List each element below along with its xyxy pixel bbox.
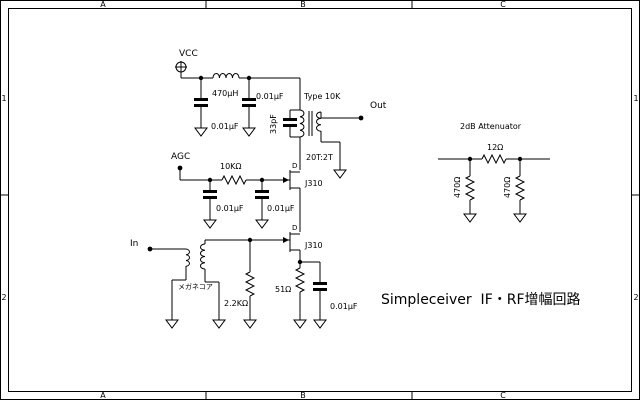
transformer-type-label: Type 10K — [303, 92, 341, 101]
ground-symbol — [243, 319, 257, 329]
gate2-resistor-label: 2.2KΩ — [224, 299, 248, 308]
agc-label: AGC — [171, 152, 190, 162]
source-node — [297, 259, 321, 282]
input-core-label: メガネコア — [178, 282, 213, 291]
output-terminal — [358, 115, 364, 121]
jfet-q2 — [210, 232, 301, 262]
q1-label: J310 — [304, 179, 323, 188]
row-label-2-right: 2 — [633, 293, 638, 302]
gate2-resistor — [244, 240, 256, 320]
ground-symbol — [333, 169, 347, 179]
agc-cap-label: 0.01μF — [216, 204, 244, 213]
ground-symbol — [242, 127, 256, 137]
input-transformer — [171, 239, 220, 320]
schematic-title: Simpleceiver IF・RF增幅回路 — [381, 292, 581, 308]
jfet-q1 — [262, 170, 301, 232]
ground-symbol — [513, 213, 527, 223]
top-capacitor — [242, 78, 256, 128]
vcc-bypass-capacitor — [194, 78, 208, 128]
ground-symbol — [293, 319, 307, 329]
ground-symbol — [212, 319, 226, 329]
output-label: Out — [370, 101, 387, 111]
choke-label: 470μH — [212, 89, 238, 98]
attenuator-series-label: 12Ω — [487, 143, 503, 152]
agc-resistor-label: 10KΩ — [220, 162, 242, 171]
source-cap-label: 0.01μF — [330, 302, 358, 311]
row-label-1-right: 1 — [633, 94, 638, 103]
input-terminal — [147, 246, 186, 252]
tune-capacitor — [283, 109, 300, 138]
ground-symbol — [203, 219, 217, 229]
col-label-b-top: B — [300, 0, 306, 9]
vcc-label: VCC — [179, 49, 198, 59]
gate1-cap-label: 0.01μF — [267, 204, 295, 213]
col-label-a-top: A — [100, 0, 106, 9]
agc-terminal — [177, 165, 222, 183]
vcc-terminal — [175, 61, 187, 78]
vcc-bypass-cap-label: 0.01μF — [211, 122, 239, 131]
attenuator-shunt-left-label: 470Ω — [453, 177, 462, 198]
ground-symbol — [165, 319, 179, 329]
row-label-1-left: 1 — [1, 94, 6, 103]
source-capacitor — [313, 282, 327, 320]
ground-symbol — [463, 213, 477, 223]
ground-symbol — [194, 127, 208, 137]
q2-drain-mark: D — [292, 224, 297, 232]
output-transformer — [299, 109, 360, 170]
col-label-b-bottom: B — [300, 391, 306, 400]
agc-resistor — [221, 174, 265, 186]
agc-capacitor — [203, 180, 217, 220]
input-label: In — [130, 239, 138, 249]
col-label-c-top: C — [500, 0, 506, 9]
col-label-a-bottom: A — [100, 391, 106, 400]
gate1-capacitor — [255, 180, 269, 220]
q2-label: J310 — [304, 241, 323, 250]
source-resistor — [294, 267, 306, 320]
turns-ratio-label: 20T:2T — [306, 153, 333, 162]
row-label-2-left: 2 — [1, 293, 6, 302]
attenuator-network — [438, 153, 550, 214]
ground-symbol — [313, 319, 327, 329]
choke-inductor — [212, 73, 240, 79]
col-label-c-bottom: C — [500, 391, 506, 400]
ground-symbol — [255, 219, 269, 229]
q1-drain-mark: D — [292, 162, 297, 170]
source-resistor-label: 51Ω — [275, 285, 291, 294]
attenuator-shunt-right-label: 470Ω — [503, 177, 512, 198]
tune-cap-label: 33pF — [269, 114, 278, 134]
top-cap-label: 0.01μF — [256, 92, 284, 101]
attenuator-title: 2dB Attenuator — [460, 122, 522, 131]
